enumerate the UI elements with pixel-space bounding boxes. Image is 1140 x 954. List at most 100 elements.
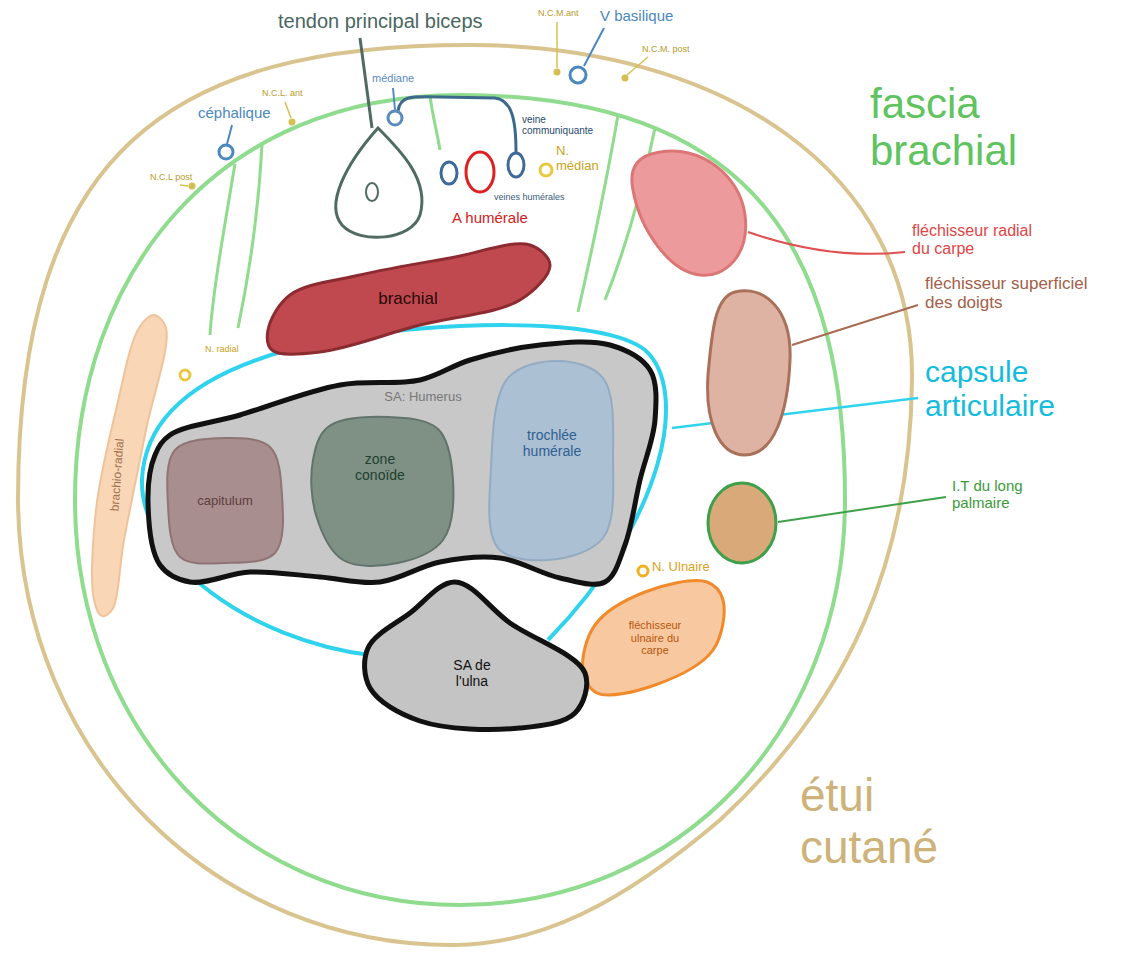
node-outline-path: [365, 582, 587, 729]
node-text: capitulum: [175, 494, 275, 509]
leader-line: [627, 57, 648, 75]
vein-label: médiane: [372, 72, 432, 84]
septum: [430, 96, 440, 150]
node-outline-path: [311, 417, 453, 566]
label-holder: I.T du long palmaire: [952, 478, 1077, 512]
node-text: brachial: [358, 289, 458, 309]
palmaris-longus-tendon: [708, 483, 776, 563]
node-outline: [488, 358, 616, 563]
flexor-carpi-radialis: [632, 151, 746, 275]
flexor-digitorum-superficialis: [708, 291, 791, 455]
label-holder: médiane: [372, 72, 432, 84]
nerve-circle: [180, 370, 190, 380]
nerve-label: N. médian: [556, 144, 604, 173]
artery-label: A humérale: [452, 210, 552, 227]
label-holder: N.C.M.ant: [538, 8, 598, 18]
fascia-label: fascia brachial: [870, 80, 1070, 174]
nerve-circle: [638, 566, 648, 576]
leader-line: [778, 497, 946, 522]
vein-circle: [219, 145, 233, 159]
leader-line: [792, 305, 918, 345]
leader-line: [360, 38, 372, 128]
vein-circle: [508, 153, 524, 177]
label-holder: fascia brachial: [870, 80, 1070, 174]
label-holder: N. Ulnaire: [652, 560, 732, 575]
bone-shape: SA: Humerus capitulum zone conoïde trochlée…: [145, 335, 665, 590]
label-holder: V basilique: [600, 8, 710, 25]
vein-circle: [388, 111, 402, 125]
leader-line: [180, 185, 188, 186]
nerve-label: N.C.M. post: [642, 44, 712, 54]
label-holder: fléchisseur superficiel des doigts: [925, 274, 1090, 312]
nerve-dot: [554, 69, 561, 76]
bone-zone: trochlée humérale: [488, 358, 616, 563]
label-holder: tendon principal biceps: [278, 10, 538, 32]
leader-line: [556, 22, 558, 68]
label-holder: étui cutané: [800, 770, 990, 873]
node-text: zone conoïde: [350, 451, 410, 483]
nerve-label: N. radial: [205, 344, 265, 354]
nerve-dot: [189, 183, 196, 190]
node-outline-path: [583, 581, 725, 696]
label-holder: fléchisseur radial du carpe: [912, 222, 1047, 258]
tendon-core: [366, 183, 378, 201]
muscle-label: fléchisseur radial du carpe: [912, 222, 1047, 258]
node-outline: [308, 415, 456, 565]
vein-circle: [570, 67, 586, 83]
tendon-label: I.T du long palmaire: [952, 478, 1077, 512]
node-outline-path: [267, 244, 550, 354]
label-holder: céphalique: [198, 105, 298, 122]
vein-label: veine communiquante: [522, 114, 612, 136]
node-outline-path: [148, 342, 656, 584]
skin-outline: [18, 45, 912, 945]
node-outline-path: [167, 438, 283, 564]
septum: [238, 145, 262, 328]
fascia-outline: [75, 95, 845, 905]
nerve-label: N.C.L post: [150, 172, 210, 182]
nerve-dot: [622, 75, 629, 82]
node-outline-path: [489, 361, 613, 560]
leader-line: [227, 125, 232, 144]
node-text: trochlée humérale: [507, 427, 597, 459]
nerve-circle: [540, 164, 552, 176]
vein-label: céphalique: [198, 105, 298, 122]
muscle-label: fléchisseur superficiel des doigts: [925, 274, 1090, 312]
node-outline: [360, 578, 595, 735]
vein-label: V basilique: [600, 8, 710, 25]
muscle-shape: fléchisseur ulnaire du carpe: [575, 580, 725, 695]
joint-capsule: [142, 325, 666, 655]
nerve-label: N.C.L. ant: [262, 88, 322, 98]
bone-zone: capitulum: [165, 435, 285, 565]
leader-line: [285, 102, 291, 118]
vein-label: veines humérales: [494, 192, 584, 202]
bone-zone: zone conoïde: [308, 415, 456, 565]
node-text: fléchisseur ulnaire du carpe: [618, 619, 693, 657]
structure-label: tendon principal biceps: [278, 10, 538, 32]
label-holder: veine communiquante: [522, 114, 612, 136]
node-text: SA de l'ulna: [442, 657, 502, 689]
label-holder: veines humérales: [494, 192, 584, 202]
leader-line: [584, 28, 604, 66]
vein-circle: [441, 162, 457, 184]
label-holder: N. médian: [556, 144, 604, 173]
label-holder: N.C.L post: [150, 172, 210, 182]
artery-circle: [466, 152, 494, 192]
muscle-shape: brachial: [262, 243, 557, 358]
nerve-label: N.C.M.ant: [538, 8, 598, 18]
label-holder: A humérale: [452, 210, 552, 227]
nerve-label: N. Ulnaire: [652, 560, 732, 575]
capsule-label: capsule articulaire: [925, 355, 1125, 422]
leader-line: [393, 88, 395, 110]
label-holder: N. radial: [205, 344, 265, 354]
bone-shape: SA de l'ulna: [360, 578, 595, 735]
leader-line: [748, 232, 905, 254]
skin-label: étui cutané: [800, 770, 990, 873]
label-holder: capsule articulaire: [925, 355, 1125, 422]
septum: [210, 164, 235, 335]
biceps-tendon: [336, 128, 422, 237]
label-holder: N.C.M. post: [642, 44, 712, 54]
node-text: SA: Humerus: [368, 390, 478, 405]
label-holder: N.C.L. ant: [262, 88, 322, 98]
